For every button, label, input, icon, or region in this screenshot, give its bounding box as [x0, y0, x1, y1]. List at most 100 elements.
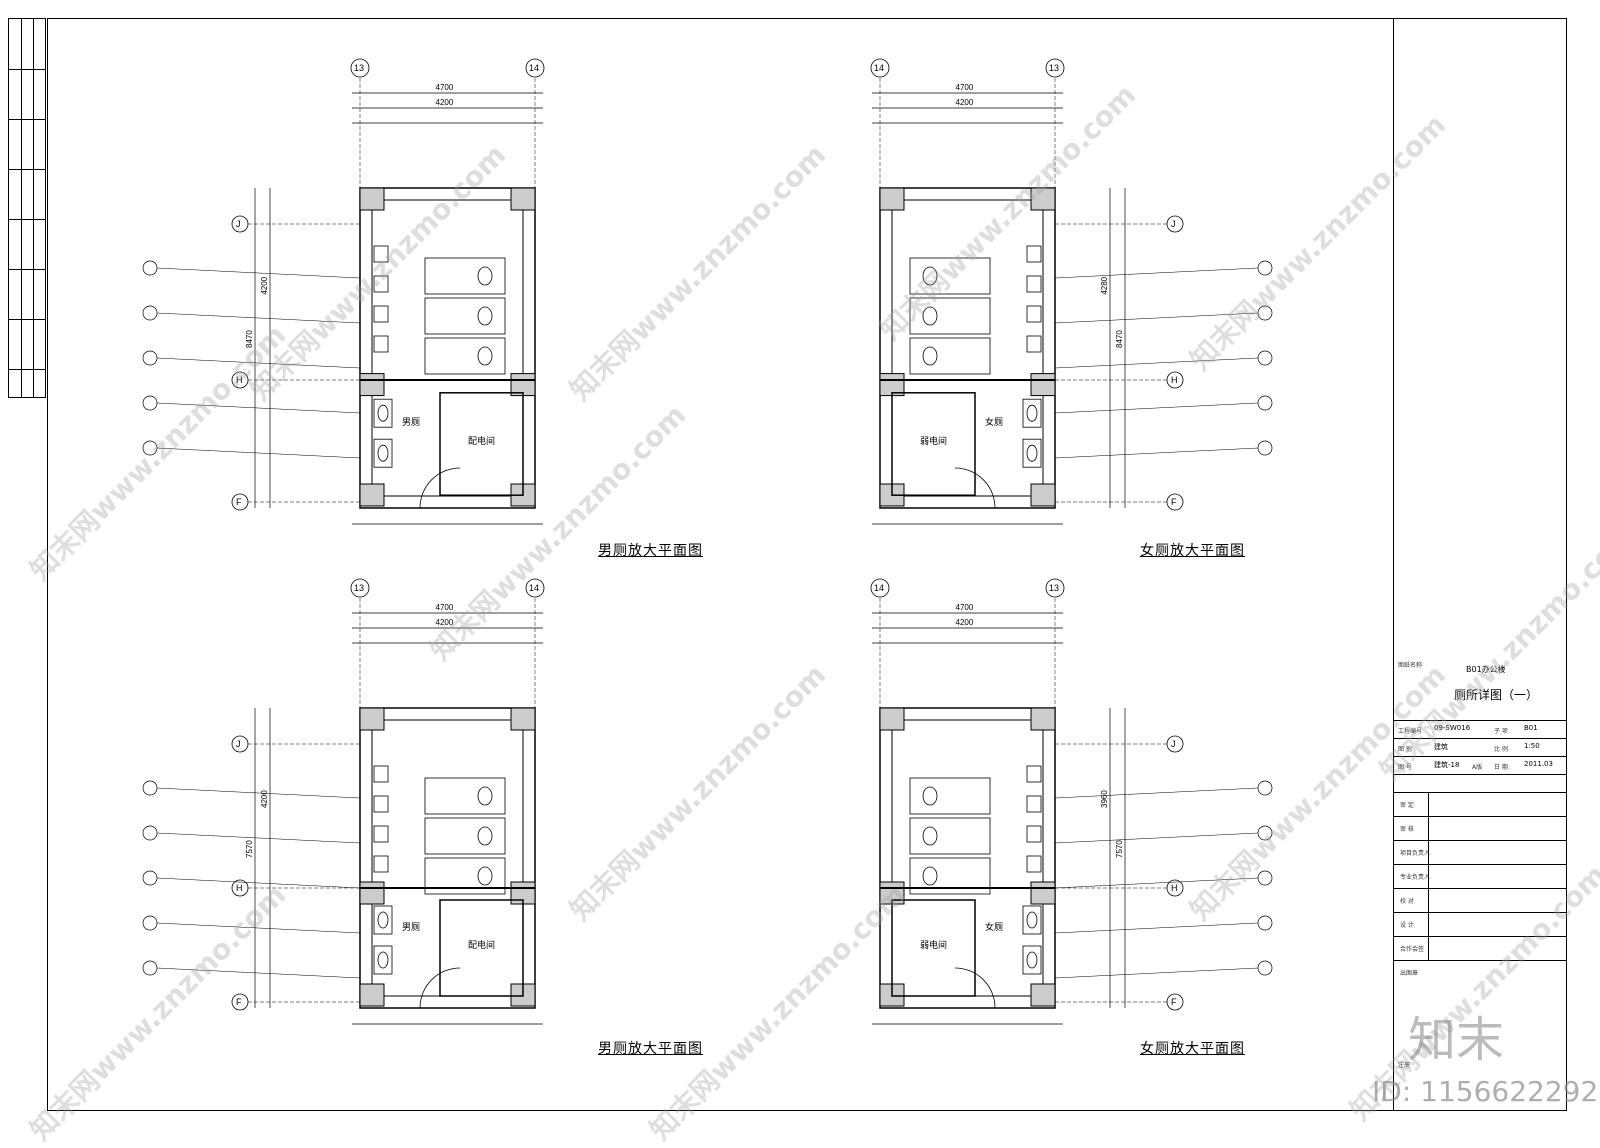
- axis-bubble: [1166, 879, 1184, 897]
- basin-bowl: [377, 404, 389, 422]
- brand-logo: 知末: [1408, 1012, 1505, 1068]
- room-label: 男厕: [402, 922, 420, 933]
- signoff-label: 审 定: [1400, 802, 1414, 809]
- leader-line: [156, 787, 361, 799]
- leader-line: [1054, 312, 1259, 324]
- tb-value-category: 建筑: [1434, 743, 1448, 751]
- dimension-height-inner: 4200: [260, 276, 269, 294]
- drawing-name-label: 图纸名称: [1398, 662, 1423, 669]
- drawing-frame: [47, 18, 1567, 1111]
- axis-bubble: [525, 58, 545, 78]
- toilet-fixture: [477, 266, 493, 286]
- outer-wall: [359, 187, 536, 509]
- detail-callout: [142, 870, 158, 886]
- signoff-label: 设 计: [1400, 922, 1414, 929]
- axis-label: F: [236, 497, 242, 507]
- door-swing: [419, 467, 461, 509]
- column: [879, 707, 905, 731]
- toilet-stall: [909, 297, 991, 335]
- detail-callout: [142, 780, 158, 796]
- axis-bubble: [231, 371, 249, 389]
- axis-label: J: [1171, 219, 1176, 229]
- axis-label: F: [1171, 997, 1177, 1007]
- room-label: 配电间: [468, 435, 495, 447]
- axis-bubble: [231, 879, 249, 897]
- detail-callout: [142, 915, 158, 931]
- tb-value-scale: 1:50: [1524, 742, 1540, 750]
- leader-line: [1054, 832, 1259, 844]
- wash-basin: [373, 945, 393, 975]
- axis-bubble: [231, 493, 249, 511]
- dimension-total: 4700: [956, 83, 974, 92]
- tb-value-version: A版: [1472, 764, 1483, 771]
- toilet-fixture: [477, 346, 493, 366]
- axis-label: 13: [1049, 63, 1059, 73]
- dimension-height-total: 8470: [1115, 330, 1124, 348]
- column: [1030, 707, 1056, 731]
- fixture: [1026, 335, 1042, 353]
- axis-bubble: [1166, 371, 1184, 389]
- leader-line: [156, 967, 361, 979]
- leader-line: [1054, 787, 1259, 799]
- toilet-stall: [909, 337, 991, 375]
- fixture: [1026, 825, 1042, 843]
- column: [1030, 983, 1056, 1007]
- tb-label-project-no: 工程编号: [1398, 728, 1423, 735]
- axis-label: H: [1171, 883, 1178, 893]
- axis-bubble: [350, 578, 370, 598]
- column: [879, 187, 905, 211]
- dimension-height-total: 7570: [245, 840, 254, 858]
- door-swing: [954, 467, 996, 509]
- basin-bowl: [1026, 911, 1038, 929]
- electrical-room: [439, 899, 524, 997]
- axis-label: 13: [354, 63, 364, 73]
- axis-label: J: [236, 739, 241, 749]
- tb-value-project-no: 09-SW016: [1434, 724, 1471, 732]
- dimension-height-total: 8470: [245, 330, 254, 348]
- fixture: [373, 245, 389, 263]
- note-label: 注册: [1398, 1062, 1411, 1069]
- signoff-label: 项目负责人: [1400, 850, 1431, 857]
- toilet-stall: [424, 337, 506, 375]
- axis-bubble: [870, 58, 890, 78]
- door-swing: [954, 967, 996, 1009]
- detail-callout: [1257, 960, 1273, 976]
- dimension-inner: 4200: [436, 618, 454, 627]
- room-label: 女厕: [985, 416, 1003, 428]
- detail-callout: [142, 305, 158, 321]
- detail-callout: [1257, 915, 1273, 931]
- project-name: B01办公楼: [1466, 665, 1506, 674]
- signoff-label: 专业负责人: [1400, 874, 1431, 881]
- leader-line: [156, 832, 361, 844]
- plan-title-1: 男厕放大平面图: [598, 543, 703, 559]
- fixture: [1026, 795, 1042, 813]
- electrical-room: [439, 392, 524, 496]
- toilet-stall: [424, 297, 506, 335]
- drawing-title: 厕所详图（一）: [1454, 688, 1539, 702]
- column: [359, 983, 385, 1007]
- wash-basin: [373, 438, 393, 468]
- signoff-label: 审 核: [1400, 826, 1414, 833]
- column: [1030, 373, 1056, 397]
- wash-basin: [1022, 398, 1042, 428]
- basin-bowl: [377, 951, 389, 969]
- dimension-height-inner: 4280: [1100, 276, 1109, 294]
- detail-callout: [142, 825, 158, 841]
- leader-line: [1054, 877, 1259, 889]
- column: [510, 707, 536, 731]
- leader-line: [156, 922, 361, 934]
- leader-line: [1054, 357, 1259, 369]
- toilet-fixture: [922, 786, 938, 806]
- leader-line: [1054, 967, 1259, 979]
- wash-basin: [1022, 945, 1042, 975]
- toilet-stall: [909, 857, 991, 895]
- tb-value-subitem: B01: [1524, 724, 1538, 732]
- toilet-stall: [424, 857, 506, 895]
- toilet-fixture: [477, 306, 493, 326]
- toilet-fixture: [922, 346, 938, 366]
- room-label: 女厕: [985, 921, 1003, 933]
- axis-label: 14: [529, 63, 539, 73]
- toilet-fixture: [477, 826, 493, 846]
- tb-label-subitem: 子 项: [1494, 728, 1508, 735]
